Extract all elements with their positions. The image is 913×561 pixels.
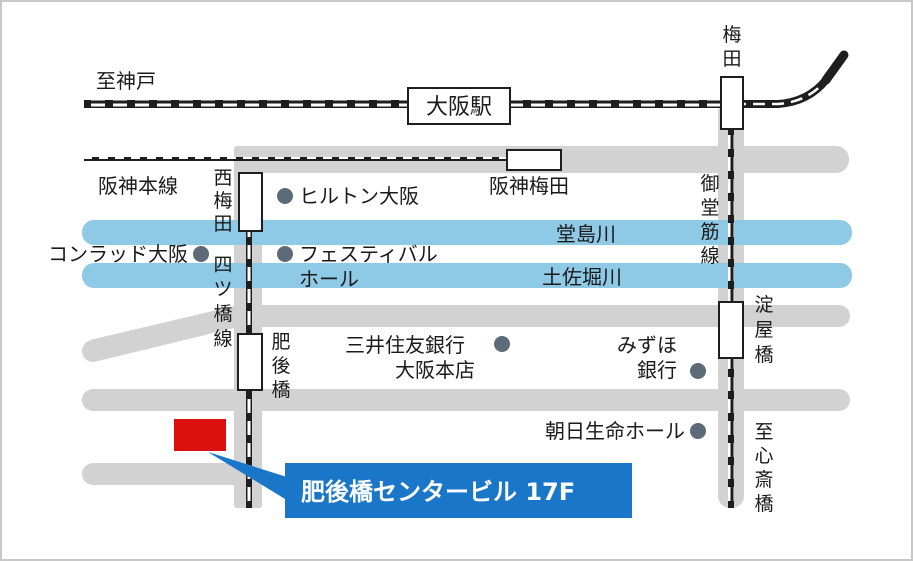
station-yodoyabashi-label-3: 橋 bbox=[754, 344, 773, 366]
mitsui-label-2: 大阪本店 bbox=[395, 358, 475, 382]
station-osaka-box bbox=[407, 87, 511, 125]
mizuho-label-1: みずほ bbox=[617, 333, 677, 357]
station-higobashi-label-2: 後 bbox=[271, 355, 290, 377]
station-nishiumeda-box bbox=[238, 172, 263, 232]
road-lower bbox=[82, 389, 850, 411]
yotsubashi-label-2: ツ bbox=[213, 278, 232, 300]
road-diagonal bbox=[90, 305, 238, 362]
midosuji-label-1: 御 bbox=[700, 173, 719, 195]
station-hanshin-umeda-label: 阪神梅田 bbox=[489, 174, 569, 198]
station-higobashi-label-1: 肥 bbox=[271, 331, 290, 353]
station-yodoyabashi-box bbox=[718, 301, 744, 359]
station-higobashi-label-3: 橋 bbox=[271, 379, 290, 401]
conrad-dot bbox=[193, 246, 209, 262]
yotsubashi-label-4: 線 bbox=[213, 328, 232, 350]
river-tosabori bbox=[82, 263, 852, 288]
river-dojima-label: 堂島川 bbox=[556, 222, 616, 246]
station-yodoyabashi-label-1: 淀 bbox=[754, 294, 773, 316]
festival-label-2: ホール bbox=[299, 267, 359, 291]
mizuho-dot bbox=[690, 363, 706, 379]
road-bottom bbox=[82, 463, 248, 485]
river-dojima bbox=[82, 220, 852, 245]
callout-box bbox=[285, 463, 632, 518]
hanshin-line-label: 阪神本線 bbox=[98, 174, 178, 198]
station-nishiumeda-label-3: 田 bbox=[213, 213, 232, 235]
station-umeda-box bbox=[720, 76, 744, 130]
hilton-label: ヒルトン大阪 bbox=[299, 184, 419, 208]
shinsaibashi-label-2: 心 bbox=[754, 445, 773, 467]
jr-line-label: 至神戸 bbox=[96, 69, 156, 93]
midosuji-label-3: 筋 bbox=[700, 221, 719, 243]
asahi-label: 朝日生命ホール bbox=[545, 419, 685, 443]
festival-label-1: フェスティバル bbox=[299, 242, 438, 266]
yotsubashi-label-1: 四 bbox=[213, 254, 232, 276]
conrad-label: コンラッド大阪 bbox=[48, 242, 188, 266]
station-nishiumeda-label-2: 梅 bbox=[213, 190, 232, 212]
station-osaka-label: 大阪駅 bbox=[426, 95, 492, 120]
station-higobashi-box bbox=[237, 333, 263, 391]
road-middle bbox=[234, 305, 850, 327]
yotsubashi-label-3: 橋 bbox=[213, 303, 232, 325]
hilton-dot bbox=[277, 188, 293, 204]
station-umeda-label-1: 梅 bbox=[722, 24, 741, 46]
target-building-marker bbox=[174, 419, 226, 451]
festival-dot bbox=[277, 246, 293, 262]
midosuji-label-2: 堂 bbox=[700, 197, 719, 219]
station-umeda-label-2: 田 bbox=[722, 48, 741, 70]
midosuji-label-4: 線 bbox=[700, 245, 719, 267]
callout-label: 肥後橋センタービル 17F bbox=[301, 478, 575, 506]
mizuho-label-2: 銀行 bbox=[637, 358, 677, 382]
mitsui-label-1: 三井住友銀行 bbox=[345, 333, 465, 357]
station-yodoyabashi-label-2: 屋 bbox=[754, 319, 773, 341]
shinsaibashi-label-4: 橋 bbox=[754, 493, 773, 515]
asahi-dot bbox=[690, 423, 706, 439]
hanshin-line-track bbox=[84, 157, 514, 161]
station-hanshin-umeda-box bbox=[506, 149, 562, 171]
shinsaibashi-label-3: 斎 bbox=[754, 469, 773, 491]
river-tosabori-label: 土佐堀川 bbox=[542, 265, 622, 289]
callout-pointer bbox=[208, 452, 290, 502]
rivers bbox=[82, 220, 852, 288]
shinsaibashi-label-1: 至 bbox=[754, 421, 773, 443]
mitsui-dot bbox=[494, 336, 510, 352]
station-nishiumeda-label-1: 西 bbox=[213, 167, 232, 189]
